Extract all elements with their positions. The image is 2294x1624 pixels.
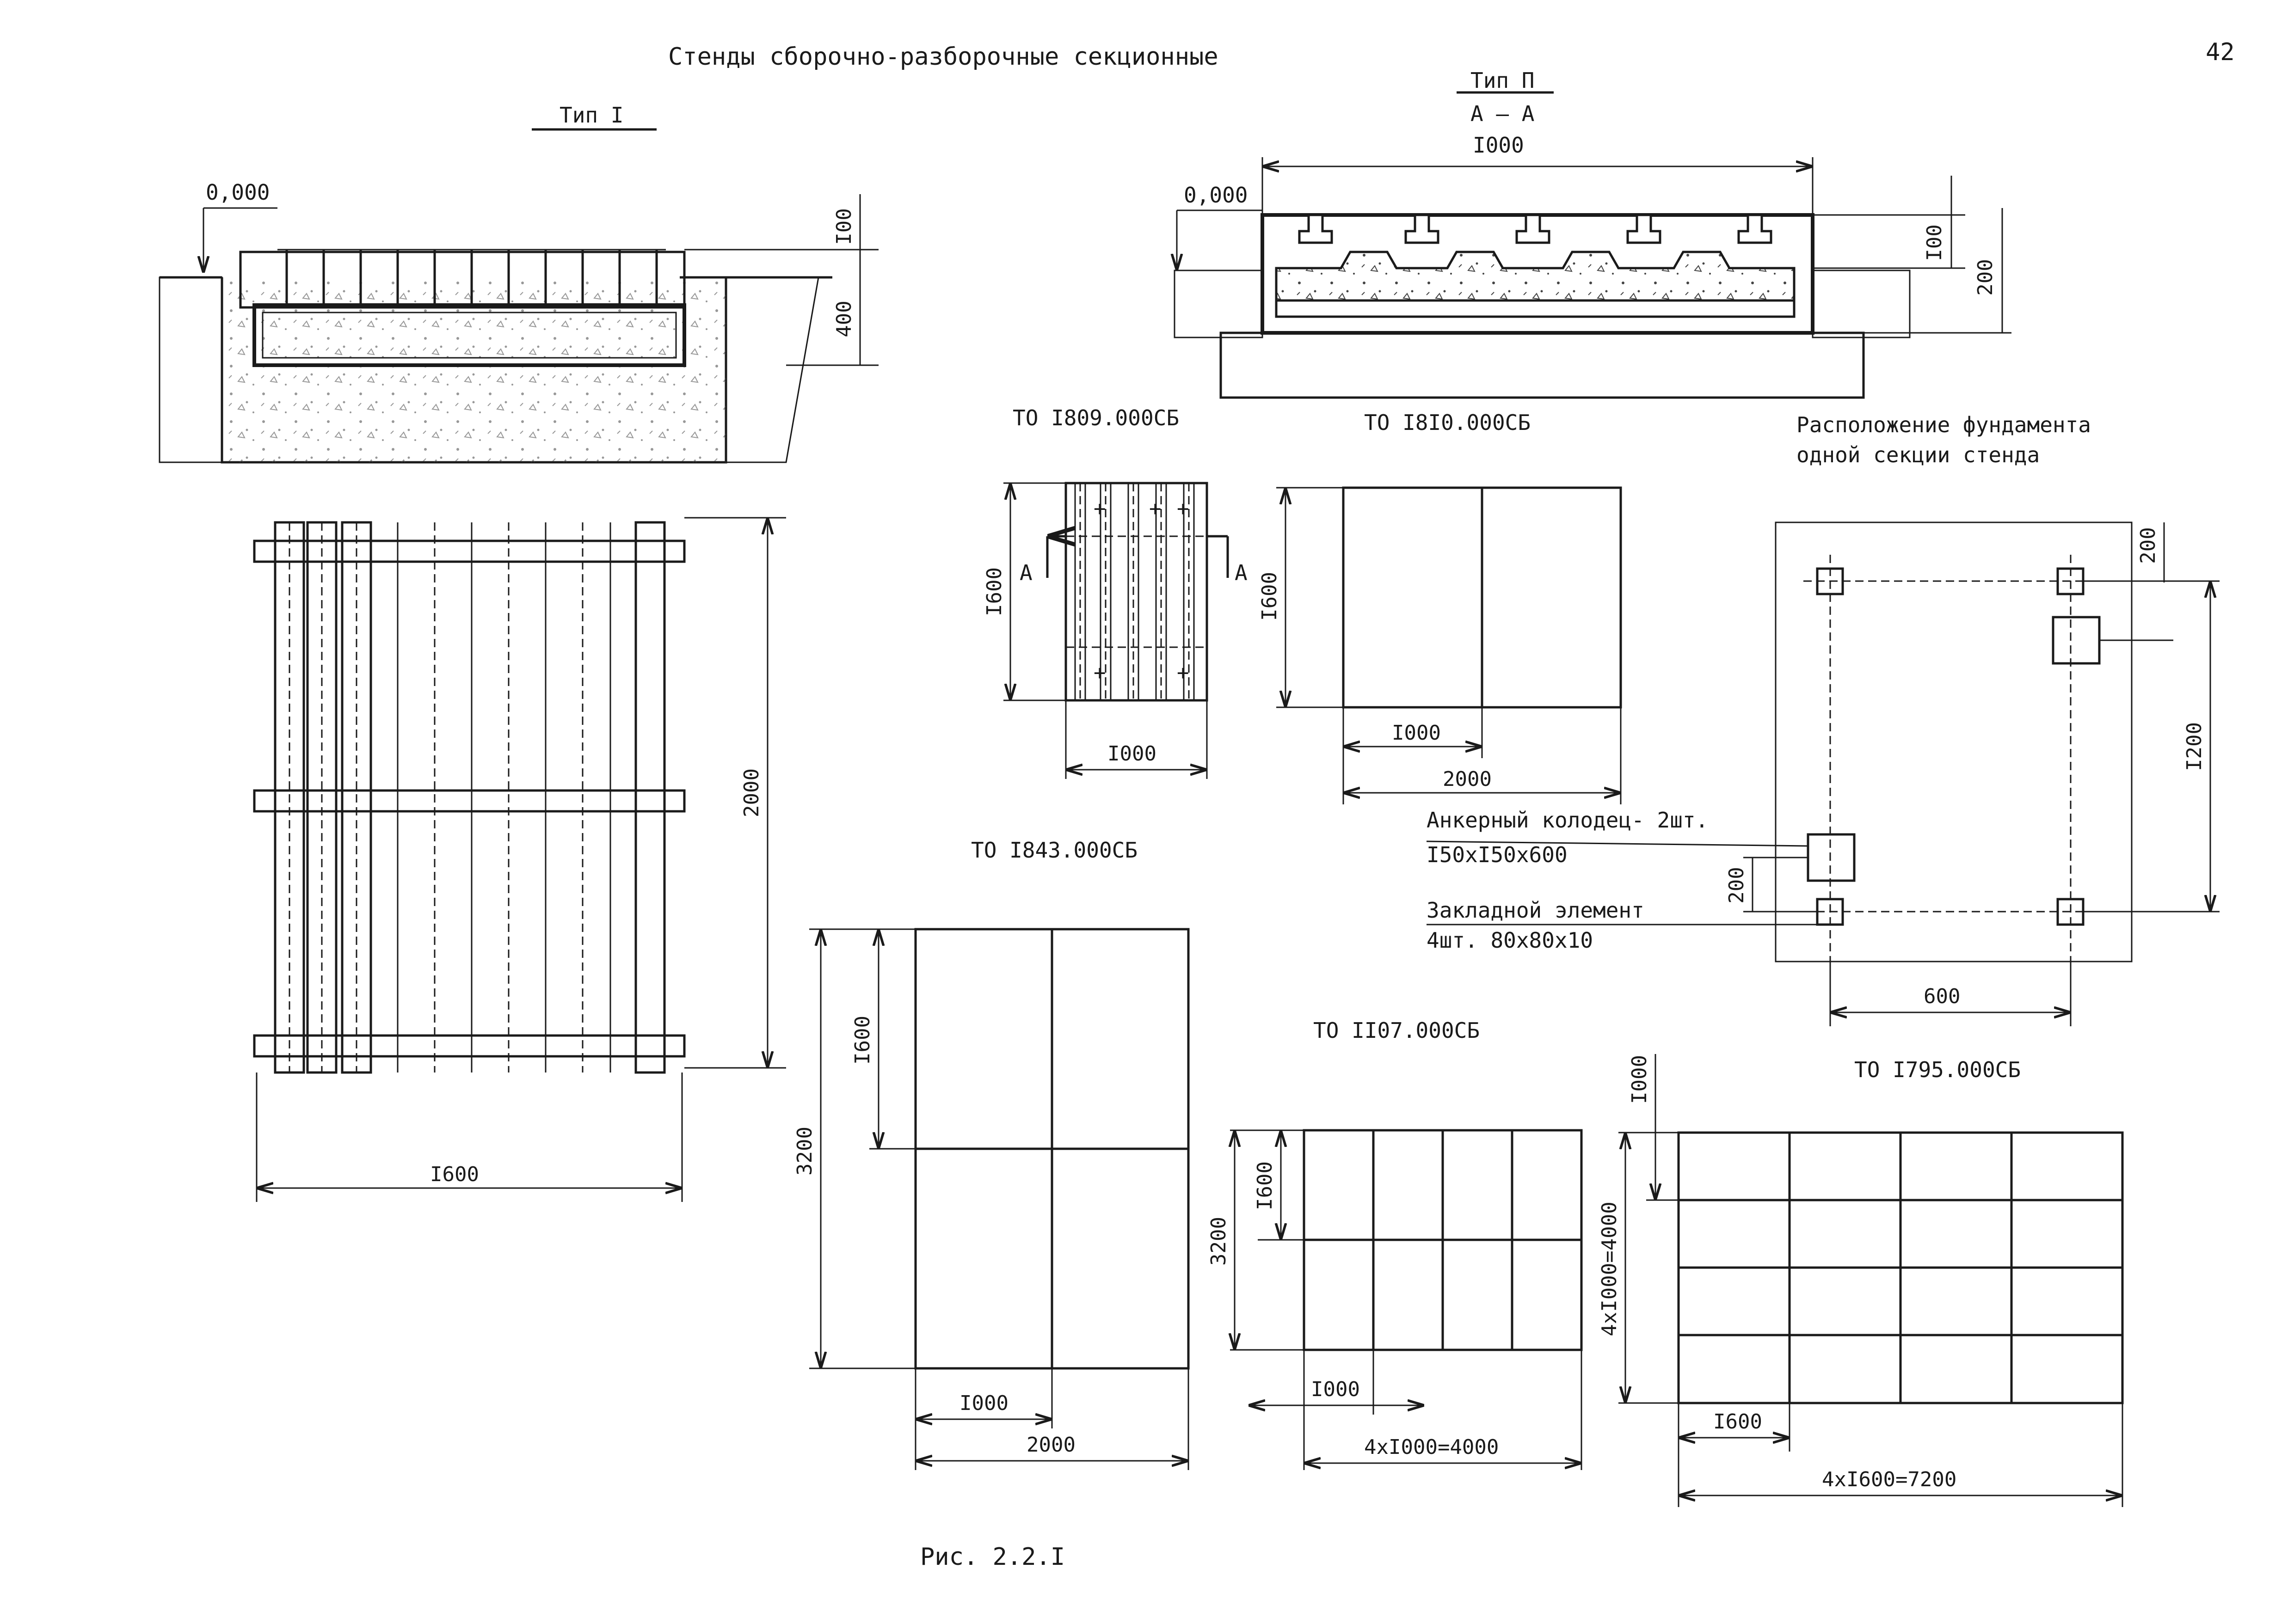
type2-plate — [1275, 299, 1796, 318]
to1810-dim-h: I600 — [1258, 572, 1281, 621]
to1810-code: ТО I8I0.000СБ — [1364, 410, 1531, 435]
type1-top-layer — [239, 251, 686, 309]
to1809-plus-5: + — [1177, 661, 1189, 685]
sheet-title: Стенды сборочно-разборочные секционные — [668, 43, 1218, 71]
to1809-dim-w: I000 — [1107, 742, 1156, 766]
type2-dim-200: 200 — [1974, 259, 1997, 295]
to1809-cut-right: А — [1235, 560, 1248, 585]
type2-soil-left — [1174, 270, 1263, 338]
type1-plan-dim-height: 2000 — [740, 768, 763, 817]
to1843-drawing: ТО I843.000СБ I600 3200 I000 2000 — [793, 838, 1190, 1470]
page-number: 42 — [2206, 38, 2235, 66]
type2-t-slots — [1298, 214, 1772, 244]
type1-label: Тип I — [560, 103, 623, 128]
to1843-dim-h2: 3200 — [793, 1127, 817, 1176]
to1795-dim-h1: I000 — [1628, 1055, 1651, 1104]
type1-plan-rods — [397, 522, 611, 1072]
type1-pins — [277, 249, 666, 307]
to1107-drawing: ТО II07.000СБ I600 3200 I000 4хI000=4000 — [1207, 1018, 1583, 1470]
to1810-dim-w2: 2000 — [1443, 767, 1492, 791]
type1-dim-100: I00 — [832, 208, 856, 245]
type1-stringer-4 — [634, 521, 666, 1074]
to1809-rails — [1066, 482, 1207, 701]
type1-beam — [252, 303, 686, 367]
type1-crossbeam-bottom — [253, 1034, 686, 1058]
type1-soil-right — [725, 276, 819, 463]
to1809-dim-h: I600 — [983, 567, 1006, 616]
type2-section-label: А – А — [1470, 101, 1534, 126]
type1-beam-inner — [262, 312, 677, 359]
foundation-anchor-2 — [1807, 833, 1856, 882]
to1843-dim-w1: I000 — [959, 1391, 1009, 1415]
to1809-code: ТО I809.000СБ — [1013, 405, 1179, 430]
foundation-title-line2: одной секции стенда — [1796, 442, 2040, 467]
to1795-dim-w1: I600 — [1713, 1410, 1762, 1434]
foundation-embed-label: Закладной элемент — [1427, 898, 1644, 923]
type1-soil-left — [159, 276, 223, 463]
to1809-plus-2: + — [1149, 497, 1162, 521]
type2-base-slab — [1219, 331, 1865, 399]
type1-crossbeam-mid — [253, 789, 686, 813]
to1843-dim-h1: I600 — [851, 1016, 874, 1065]
type1-plan: I600 2000 — [253, 517, 786, 1202]
to1843-dim-w2: 2000 — [1027, 1433, 1076, 1457]
type2-section: Тип П А – А I000 0,000 — [1174, 68, 2011, 399]
type2-elevation: 0,000 — [1184, 183, 1248, 208]
type1-dim-400: 400 — [832, 300, 856, 337]
foundation-dim-600: 600 — [1924, 985, 1960, 1008]
to1107-dim-h1: I600 — [1253, 1161, 1277, 1210]
foundation-dim-200-side: 200 — [1725, 867, 1748, 903]
type2-concrete-fill — [1275, 251, 1796, 302]
foundation-layout: Расположение фундамента одной секции сте… — [1426, 412, 2220, 1026]
to1810-drawing: ТО I8I0.000СБ I600 I000 2000 — [1258, 410, 1622, 804]
type1-elevation: 0,000 — [206, 180, 270, 205]
type2-soil-right — [1812, 270, 1911, 338]
to1107-dim-w1: I000 — [1311, 1378, 1360, 1401]
foundation-title-line1: Расположение фундамента — [1796, 412, 2091, 437]
type1-crossbeam-top — [253, 539, 686, 563]
type2-dim-1000: I000 — [1473, 133, 1524, 158]
foundation-anchor-label: Анкерный колодец- 2шт. — [1427, 808, 1708, 833]
type1-section: Тип I 0,000 — [159, 103, 879, 464]
to1810-dim-w1: I000 — [1392, 721, 1441, 745]
to1809-plus-1: + — [1094, 497, 1106, 521]
foundation-outline — [1775, 521, 2133, 962]
to1795-dim-w2: 4хI600=7200 — [1822, 1468, 1956, 1491]
to1795-code: ТО I795.000СБ — [1854, 1057, 2021, 1082]
foundation-dim-1200: I200 — [2183, 722, 2206, 771]
to1795-dim-h2: 4хI000=4000 — [1598, 1201, 1621, 1336]
type1-plan-dim-width: I600 — [430, 1163, 479, 1186]
to1107-dim-h2: 3200 — [1207, 1217, 1230, 1266]
foundation-embed-size: 4шт. 80х80х10 — [1427, 928, 1593, 953]
to1107-dim-w2: 4хI000=4000 — [1364, 1435, 1499, 1459]
to1809-drawing: ТО I809.000СБ + + + + + А А — [983, 405, 1248, 779]
figure-caption: Рис. 2.2.I — [920, 1543, 1065, 1571]
foundation-anchor-1 — [2052, 616, 2101, 665]
to1107-code: ТО II07.000СБ — [1313, 1018, 1480, 1043]
type2-dim-100: I00 — [1923, 224, 1946, 261]
foundation-dim-200-top: 200 — [2136, 527, 2160, 564]
to1809-plus-4: + — [1094, 661, 1106, 685]
foundation-anchor-size: I50хI50х600 — [1427, 842, 1568, 867]
to1795-drawing: ТО I795.000СБ I000 4хI000=4000 I600 4хI6… — [1598, 1054, 2124, 1507]
to1809-cut-left: А — [1020, 560, 1033, 585]
to1843-code: ТО I843.000СБ — [971, 838, 1138, 863]
type2-label: Тип П — [1470, 68, 1534, 93]
to1809-plus-3: + — [1177, 497, 1189, 521]
